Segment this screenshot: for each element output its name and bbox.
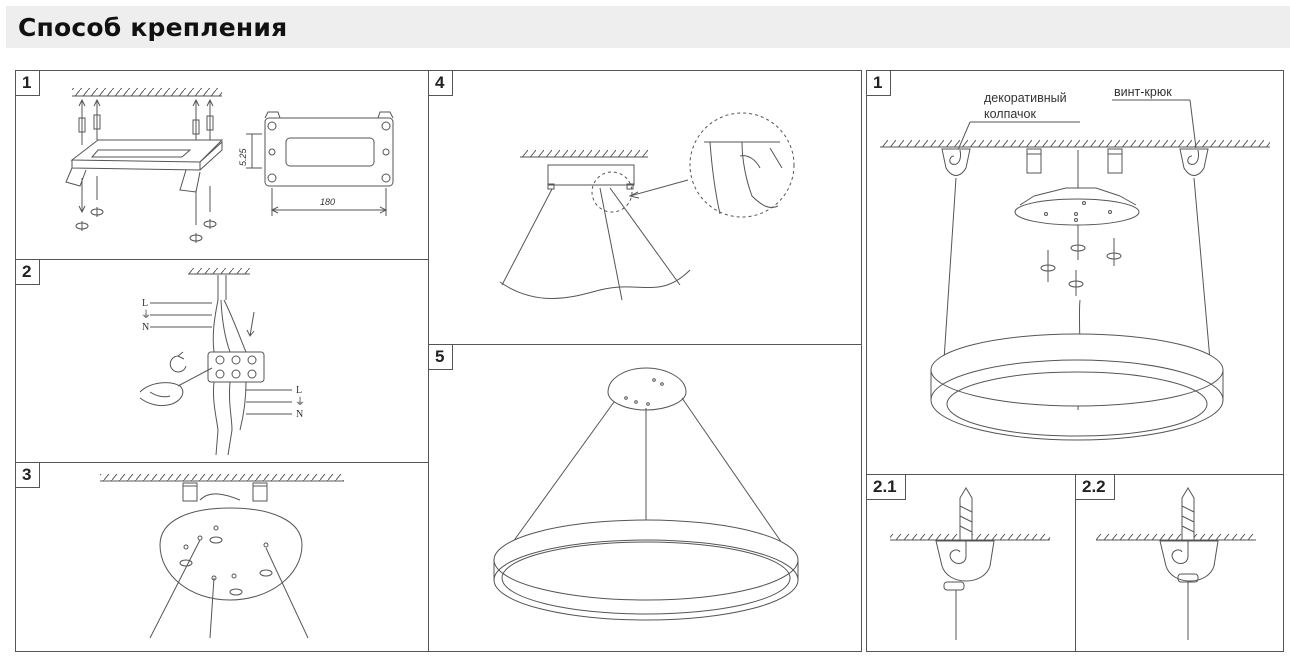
wire-l-out: L [296, 385, 302, 396]
step-2-number: 2 [15, 259, 41, 285]
bracket-mounting-drawing [65, 88, 394, 243]
hook-mounting-drawing [880, 99, 1270, 441]
alt-step-2-2-panel: 2.2 [1075, 474, 1284, 652]
step-5-panel: 5 [428, 344, 862, 652]
step-5-number: 5 [428, 344, 454, 370]
alt-step-2-1-number: 2.1 [866, 474, 906, 500]
hook-detail-2-2-drawing [1096, 487, 1256, 640]
hook-screw-label: винт-крюк [1114, 85, 1172, 99]
width-dimension: 180 [320, 197, 335, 207]
section-header: Способ крепления [6, 6, 1290, 48]
wire-ground-in: ⏚ [141, 309, 151, 321]
step-3-panel: 3 [15, 462, 429, 652]
wire-l-in: L [142, 298, 148, 309]
alt-step-2-1-panel: 2.1 [866, 474, 1076, 652]
height-dimension: 5.25 [238, 147, 248, 166]
step-3-number: 3 [15, 462, 41, 488]
step-4-number: 4 [428, 70, 454, 96]
step-1-number: 1 [15, 70, 41, 96]
finished-pendant-drawing [493, 367, 799, 621]
wire-n-in: N [142, 322, 149, 333]
decorative-cap-label-line1: декоративный [984, 91, 1067, 105]
alt-step-2-2-number: 2.2 [1075, 474, 1115, 500]
canopy-attach-drawing [100, 474, 344, 639]
alt-step-1-number: 1 [866, 70, 892, 96]
wire-n-out: N [296, 409, 303, 420]
section-title: Способ крепления [18, 13, 288, 42]
wire-ground-out: ⏚ [295, 396, 305, 408]
decorative-cap-label-line2: колпачок [984, 107, 1036, 121]
wiring-drawing [139, 268, 292, 456]
cable-adjust-drawing [499, 112, 795, 301]
hook-detail-2-1-drawing [890, 487, 1050, 640]
